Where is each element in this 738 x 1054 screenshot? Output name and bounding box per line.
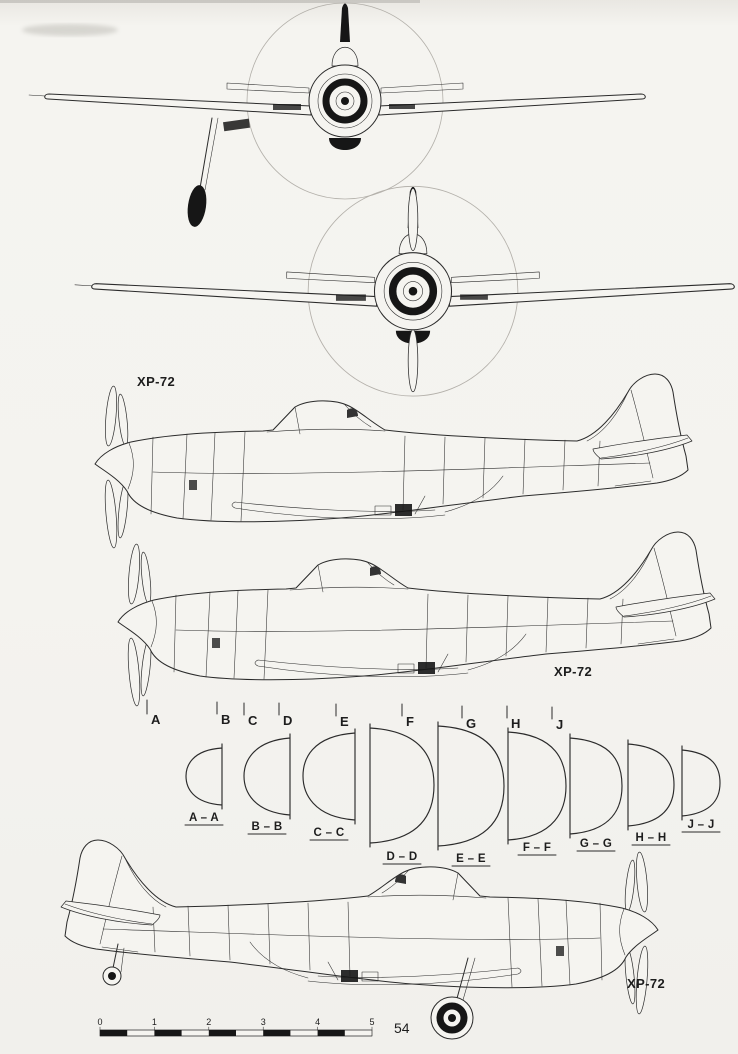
xp72-label-1: XP-72 — [137, 374, 175, 389]
section-marker-f: F — [406, 714, 414, 729]
section-label-bb: B – B — [252, 821, 283, 833]
section-marker-b: B — [221, 712, 230, 727]
side-view-1 — [94, 373, 693, 549]
propeller-blade-up — [407, 188, 419, 251]
scale-tick-0: 0 — [97, 1017, 102, 1027]
section-label-hh: H – H — [636, 832, 667, 844]
scan-edge — [0, 0, 420, 3]
scan-smudge — [22, 24, 118, 36]
cross-section-c — [302, 728, 356, 825]
cross-section-d — [369, 723, 435, 848]
section-marker-j: J — [556, 717, 563, 732]
scale-tick-5: 5 — [369, 1017, 374, 1027]
landing-gear-side-view — [102, 943, 476, 1040]
side-view-2 — [117, 531, 716, 707]
cross-section-g — [569, 733, 623, 839]
section-marker-e: E — [340, 714, 349, 729]
cross-sections — [185, 721, 721, 851]
tail-wheel-hub — [108, 972, 116, 980]
section-label-aa: A – A — [189, 812, 219, 824]
cross-section-e — [437, 721, 505, 851]
section-label-dd: D – D — [387, 851, 418, 863]
front-view-lower — [75, 186, 734, 396]
section-marker-c: C — [248, 713, 258, 728]
scale-bar: 0 1 2 3 4 5 — [97, 1017, 375, 1037]
front-view-top — [29, 3, 645, 227]
cross-section-h — [627, 739, 675, 831]
main-wheel — [187, 185, 207, 227]
landing-gear-front-view — [187, 117, 251, 227]
section-markers: A B C D E F G H J — [146, 699, 563, 732]
side-view-bottom — [60, 839, 659, 1040]
scale-tick-3: 3 — [261, 1017, 266, 1027]
page-number: 54 — [394, 1020, 410, 1036]
propeller-blade-down — [407, 329, 419, 393]
section-label-ff: F – F — [523, 842, 551, 854]
section-label-jj: J – J — [687, 819, 714, 831]
scale-tick-1: 1 — [152, 1017, 157, 1027]
section-marker-g: G — [466, 716, 476, 731]
xp72-label-2: XP-72 — [554, 664, 592, 679]
cross-section-labels: A – A B – B C – C D – D E – E F – F G – … — [184, 812, 721, 867]
section-marker-h: H — [511, 716, 520, 731]
section-label-cc: C – C — [314, 827, 345, 839]
scale-tick-4: 4 — [315, 1017, 320, 1027]
section-label-gg: G – G — [580, 838, 612, 850]
cross-section-a — [185, 743, 223, 810]
cross-section-b — [243, 733, 291, 820]
gear-door — [223, 118, 251, 132]
xp72-label-3: XP-72 — [627, 976, 665, 991]
cross-section-j — [681, 745, 721, 821]
main-wheel-hub — [448, 1014, 456, 1022]
scale-tick-2: 2 — [206, 1017, 211, 1027]
section-marker-d: D — [283, 713, 292, 728]
section-label-ee: E – E — [456, 853, 486, 865]
cross-section-f — [507, 727, 567, 845]
section-marker-a: A — [151, 712, 161, 727]
main-tire — [436, 1002, 468, 1034]
